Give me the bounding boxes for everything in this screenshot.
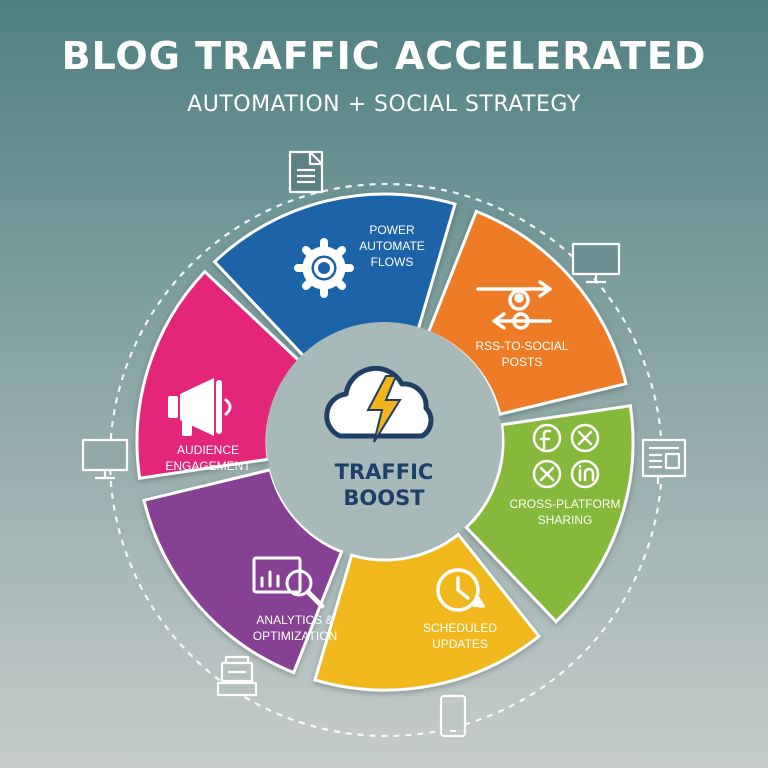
segment-label-scheduled-updates-2: UPDATES	[432, 637, 488, 651]
segment-label-audience-engagement-2: ENGAGEMENT	[165, 459, 251, 473]
hub: TRAFFIC BOOST	[266, 322, 502, 558]
segment-label-power-automate-3: FLOWS	[371, 255, 414, 269]
page-subtitle: AUTOMATION + SOCIAL STRATEGY	[187, 92, 581, 117]
clock-icon	[436, 568, 485, 612]
feed-reader-icon	[216, 655, 258, 697]
segment-label-cross-platform-2: SHARING	[538, 513, 593, 527]
segment-label-audience-engagement-1: AUDIENCE	[177, 443, 239, 457]
mobile-phone-icon	[439, 694, 467, 738]
lightning-cloud-icon	[324, 365, 434, 443]
segment-analytics	[142, 467, 344, 675]
analytics-magnifier-icon	[252, 556, 325, 609]
segment-label-power-automate-2: AUTOMATE	[359, 239, 425, 253]
desktop-icon	[571, 242, 621, 284]
hub-label-line2: BOOST	[343, 486, 425, 510]
segment-label-cross-platform-1: CROSS-PLATFORM	[509, 497, 620, 511]
segment-cross-platform	[464, 404, 635, 624]
newspaper-icon	[641, 438, 687, 484]
segment-label-rss-to-social-1: RSS-TO-SOCIAL	[475, 339, 568, 353]
social-logos-icon	[532, 423, 600, 489]
rss-arrows-icon	[476, 280, 552, 330]
segment-label-power-automate-1: POWER	[369, 223, 415, 237]
gear-icon	[294, 238, 354, 298]
monitor-icon	[81, 438, 129, 480]
megaphone-icon	[168, 378, 232, 436]
page-title: BLOG TRAFFIC ACCELERATED	[61, 34, 707, 78]
segment-ring: POWER AUTOMATE FLOWS RSS-TO-SOCIAL POSTS CROS…	[135, 192, 635, 692]
segment-label-analytics-1: ANALYTICS &	[256, 613, 333, 627]
segment-label-rss-to-social-2: POSTS	[502, 355, 543, 369]
segment-label-analytics-2: OPTIMIZATION	[253, 629, 337, 643]
hub-circle	[266, 322, 502, 558]
segment-scheduled-updates	[313, 532, 542, 692]
document-icon	[288, 150, 324, 194]
hub-label-line1: TRAFFIC	[335, 460, 434, 484]
segment-label-scheduled-updates-1: SCHEDULED	[423, 621, 497, 635]
